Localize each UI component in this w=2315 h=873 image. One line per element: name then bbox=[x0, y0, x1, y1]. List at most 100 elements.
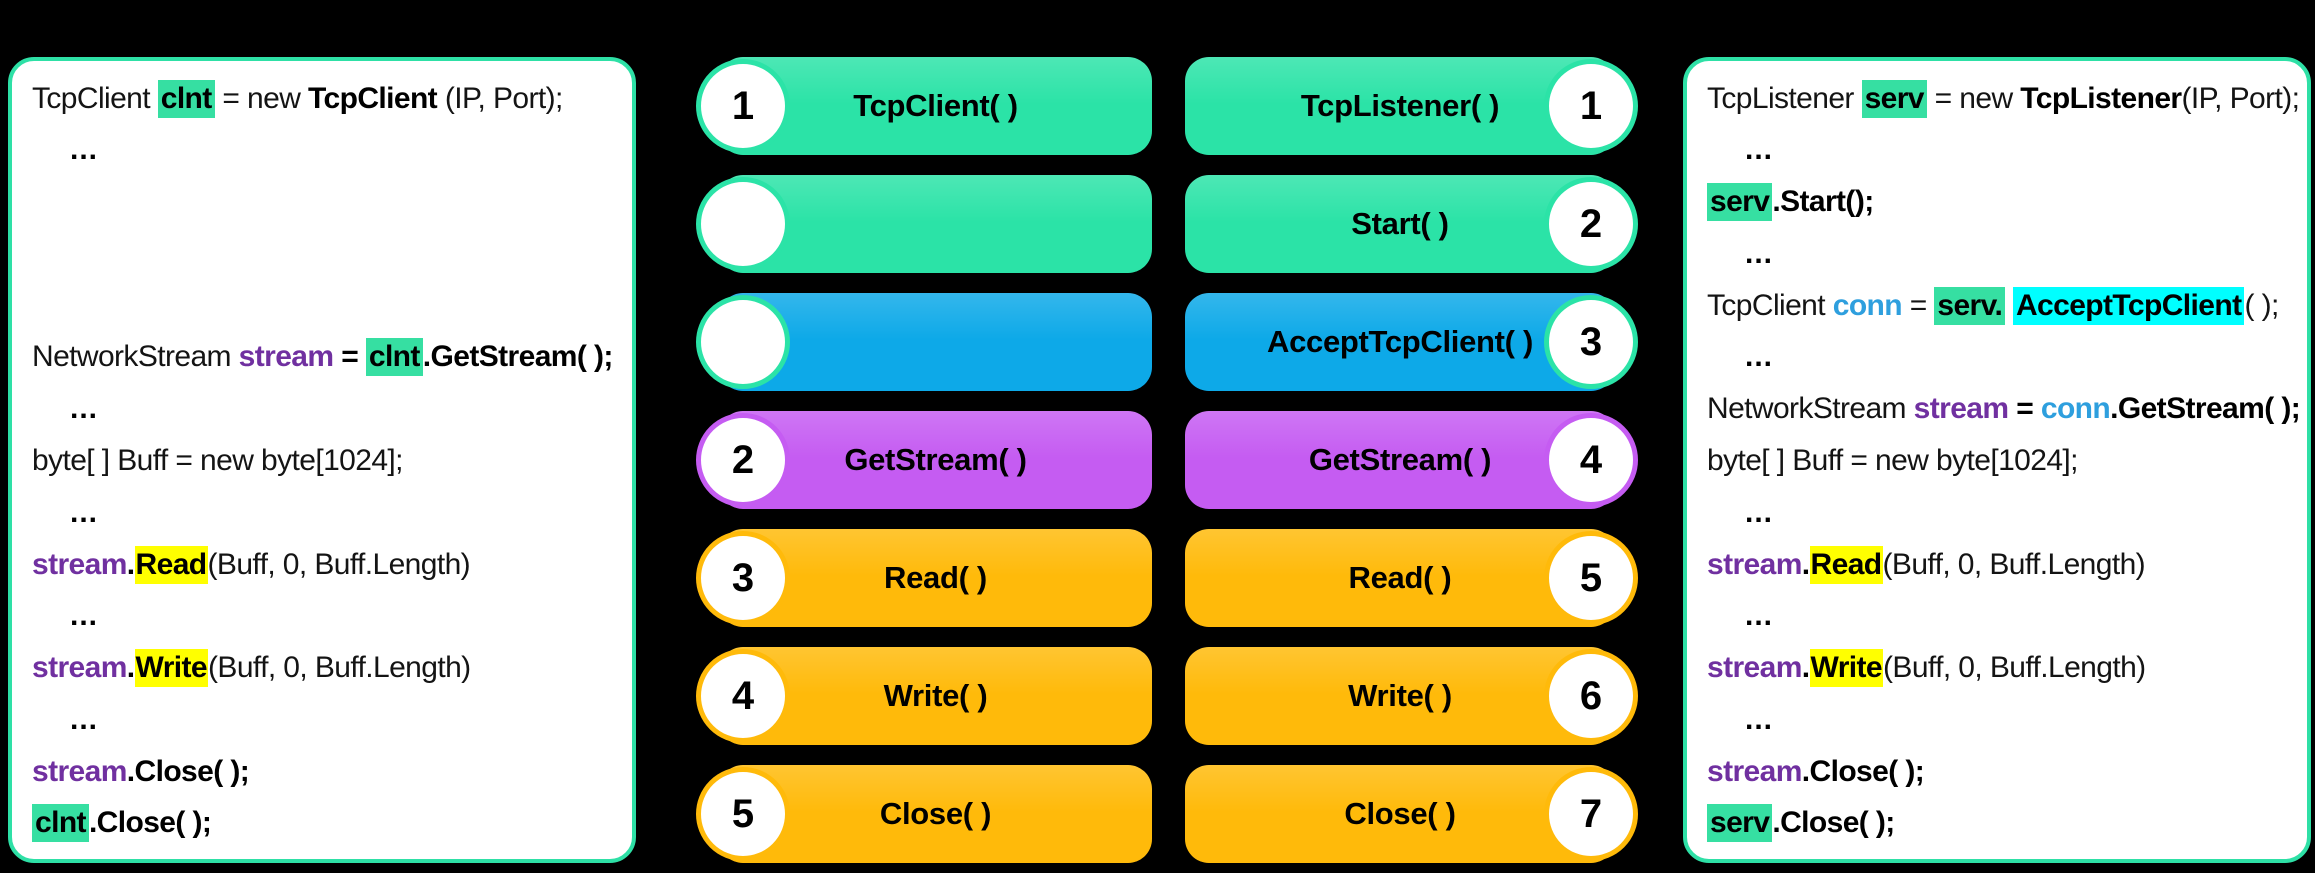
code-segment: .Start(); bbox=[1772, 185, 1874, 219]
code-line: stream.Close( ); bbox=[1707, 746, 2295, 797]
code-segment: ( ); bbox=[2244, 288, 2279, 322]
highlight-yellow: Write bbox=[134, 649, 209, 688]
code-line: ... bbox=[32, 591, 620, 642]
highlight-mint: clnt bbox=[32, 804, 89, 843]
code-segment: (Buff, 0, Buff.Length) bbox=[208, 651, 471, 685]
highlight-mint: clnt bbox=[365, 338, 423, 377]
highlight-mint: serv bbox=[1707, 804, 1773, 843]
method-pill-label: AcceptTcpClient( ) bbox=[1267, 324, 1533, 359]
method-pill-label: TcpListener( ) bbox=[1300, 88, 1500, 123]
highlight-mint: serv. bbox=[1934, 286, 2006, 325]
step-number-badge: 4 bbox=[1544, 413, 1638, 507]
code-segment: stream bbox=[1707, 651, 1802, 685]
code-line: ... bbox=[1707, 591, 2295, 642]
step-number-badge: 1 bbox=[696, 59, 790, 153]
code-segment: NetworkStream bbox=[32, 340, 239, 374]
ellipsis-text: ... bbox=[1745, 702, 1774, 736]
step-number-badge: 2 bbox=[696, 413, 790, 507]
code-segment: NetworkStream bbox=[1707, 392, 1914, 426]
code-segment: = new bbox=[214, 81, 309, 115]
code-segment: .Close( ); bbox=[1772, 806, 1895, 840]
code-segment bbox=[333, 340, 341, 374]
code-line: ... bbox=[32, 384, 620, 435]
method-pill-label: Read( ) bbox=[884, 560, 987, 595]
code-segment bbox=[2008, 392, 2016, 426]
method-pill-blank bbox=[696, 175, 1152, 273]
code-segment: .GetStream( ); bbox=[422, 340, 614, 374]
code-line: ... bbox=[32, 694, 620, 745]
method-pill-read: 3 Read( ) bbox=[696, 529, 1152, 627]
code-line: NetworkStream stream = conn.GetStream( )… bbox=[1707, 384, 2301, 435]
highlight-mint: serv bbox=[1707, 183, 1773, 222]
code-segment: (Buff, 0, Buff.Length) bbox=[1882, 547, 2146, 581]
code-line: stream.Write(Buff, 0, Buff.Length) bbox=[1707, 643, 2295, 694]
code-segment: . bbox=[1801, 651, 1810, 685]
code-segment: TcpClient bbox=[32, 81, 158, 115]
ellipsis-text: ... bbox=[1745, 236, 1774, 270]
step-number-badge: 1 bbox=[1544, 59, 1638, 153]
code-line-blank bbox=[32, 177, 620, 228]
code-line: ... bbox=[1707, 228, 2295, 279]
code-line: TcpClient clnt = new TcpClient (IP, Port… bbox=[32, 73, 620, 124]
code-line: clnt.Close( ); bbox=[32, 798, 620, 849]
ellipsis-text: ... bbox=[70, 133, 99, 167]
code-segment: byte[ ] Buff = new byte[1024]; bbox=[1707, 443, 2078, 477]
ellipsis-text: ... bbox=[1745, 495, 1774, 529]
code-segment: (IP, Port); bbox=[2181, 81, 2300, 115]
code-segment: conn bbox=[1832, 288, 1903, 322]
server-code-panel: TcpListener serv = new TcpListener(IP, P… bbox=[1683, 57, 2311, 863]
method-pill-label: Write( ) bbox=[883, 678, 988, 713]
step-number-badge: 3 bbox=[696, 531, 790, 625]
code-line: serv.Start(); bbox=[1707, 177, 2295, 228]
code-line: serv.Close( ); bbox=[1707, 798, 2295, 849]
code-segment: stream bbox=[32, 754, 127, 788]
code-line: ... bbox=[32, 125, 620, 176]
code-segment: TcpListener bbox=[1707, 81, 1862, 115]
code-segment: byte[ ] Buff = new byte[1024]; bbox=[32, 443, 403, 477]
code-line: TcpListener serv = new TcpListener(IP, P… bbox=[1707, 73, 2300, 124]
method-pill-label: Read( ) bbox=[1348, 560, 1452, 595]
code-segment: TcpListener bbox=[2020, 81, 2182, 115]
code-segment: .Close( ); bbox=[88, 806, 212, 840]
code-segment bbox=[2005, 289, 2013, 323]
code-line: stream.Read(Buff, 0, Buff.Length) bbox=[1707, 539, 2295, 590]
step-number-badge: 7 bbox=[1544, 767, 1638, 861]
ellipsis-text: ... bbox=[1745, 340, 1774, 374]
highlight-yellow: Read bbox=[1809, 545, 1883, 584]
code-segment: stream bbox=[32, 547, 127, 581]
code-segment: . bbox=[126, 547, 135, 581]
code-segment: . bbox=[126, 651, 135, 685]
code-line: ... bbox=[32, 487, 620, 538]
method-pill-label: Close( ) bbox=[1344, 796, 1456, 831]
code-line: stream.Read(Buff, 0, Buff.Length) bbox=[32, 539, 620, 590]
code-line: ... bbox=[1707, 694, 2295, 745]
highlight-mint: serv bbox=[1861, 79, 1927, 118]
method-pill-write: 4 Write( ) bbox=[696, 647, 1152, 745]
step-number-badge: 2 bbox=[1544, 177, 1638, 271]
code-segment: stream bbox=[1707, 754, 1802, 788]
code-segment: TcpClient bbox=[1707, 288, 1833, 322]
ellipsis-text: ... bbox=[70, 392, 99, 426]
code-segment: stream bbox=[32, 651, 127, 685]
code-line: NetworkStream stream = clnt.GetStream( )… bbox=[32, 332, 620, 383]
step-number-badge: 4 bbox=[696, 649, 790, 743]
step-number-badge bbox=[696, 177, 790, 271]
ellipsis-text: ... bbox=[1745, 599, 1774, 633]
method-pill-label: Close( ) bbox=[879, 796, 992, 831]
ellipsis-text: ... bbox=[70, 702, 99, 736]
highlight-yellow: Write bbox=[1809, 649, 1884, 688]
highlight-mint: clnt bbox=[157, 79, 215, 118]
code-line-blank bbox=[32, 228, 620, 279]
code-segment: = new bbox=[1926, 81, 2021, 115]
code-segment: = bbox=[2016, 392, 2041, 426]
code-line: byte[ ] Buff = new byte[1024]; bbox=[1707, 435, 2295, 486]
